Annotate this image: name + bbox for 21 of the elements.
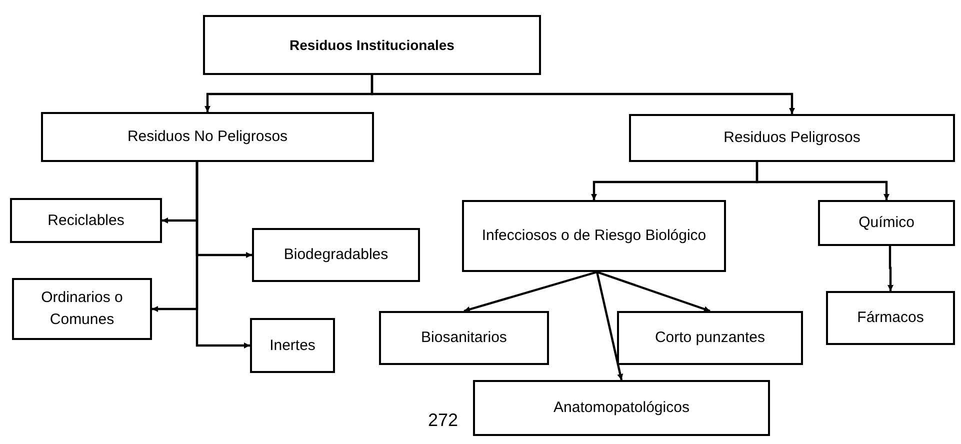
arrow — [888, 246, 894, 291]
category-box: Residuos No Peligrosos — [41, 112, 374, 162]
category-box: Fármacos — [826, 291, 955, 345]
arrow — [756, 162, 890, 200]
category-box: Biosanitarios — [379, 311, 549, 365]
category-box: Anatomopatológicos — [473, 380, 770, 436]
page-number: 272 — [428, 410, 458, 431]
category-box: Ordinarios o Comunes — [12, 278, 152, 340]
category-box: Químico — [818, 200, 955, 246]
category-box: Biodegradables — [252, 228, 420, 282]
arrow — [370, 75, 795, 114]
category-box: Corto punzantes — [617, 311, 803, 365]
arrow — [464, 270, 598, 312]
arrow — [596, 272, 624, 380]
arrow — [596, 270, 710, 312]
category-box: Residuos Institucionales — [203, 15, 541, 75]
category-box: Reciclables — [10, 198, 162, 243]
arrow — [196, 162, 250, 348]
category-box: Residuos Peligrosos — [629, 114, 955, 162]
category-box: Infecciosos o de Riesgo Biológico — [462, 200, 726, 272]
category-box: Inertes — [250, 318, 335, 373]
